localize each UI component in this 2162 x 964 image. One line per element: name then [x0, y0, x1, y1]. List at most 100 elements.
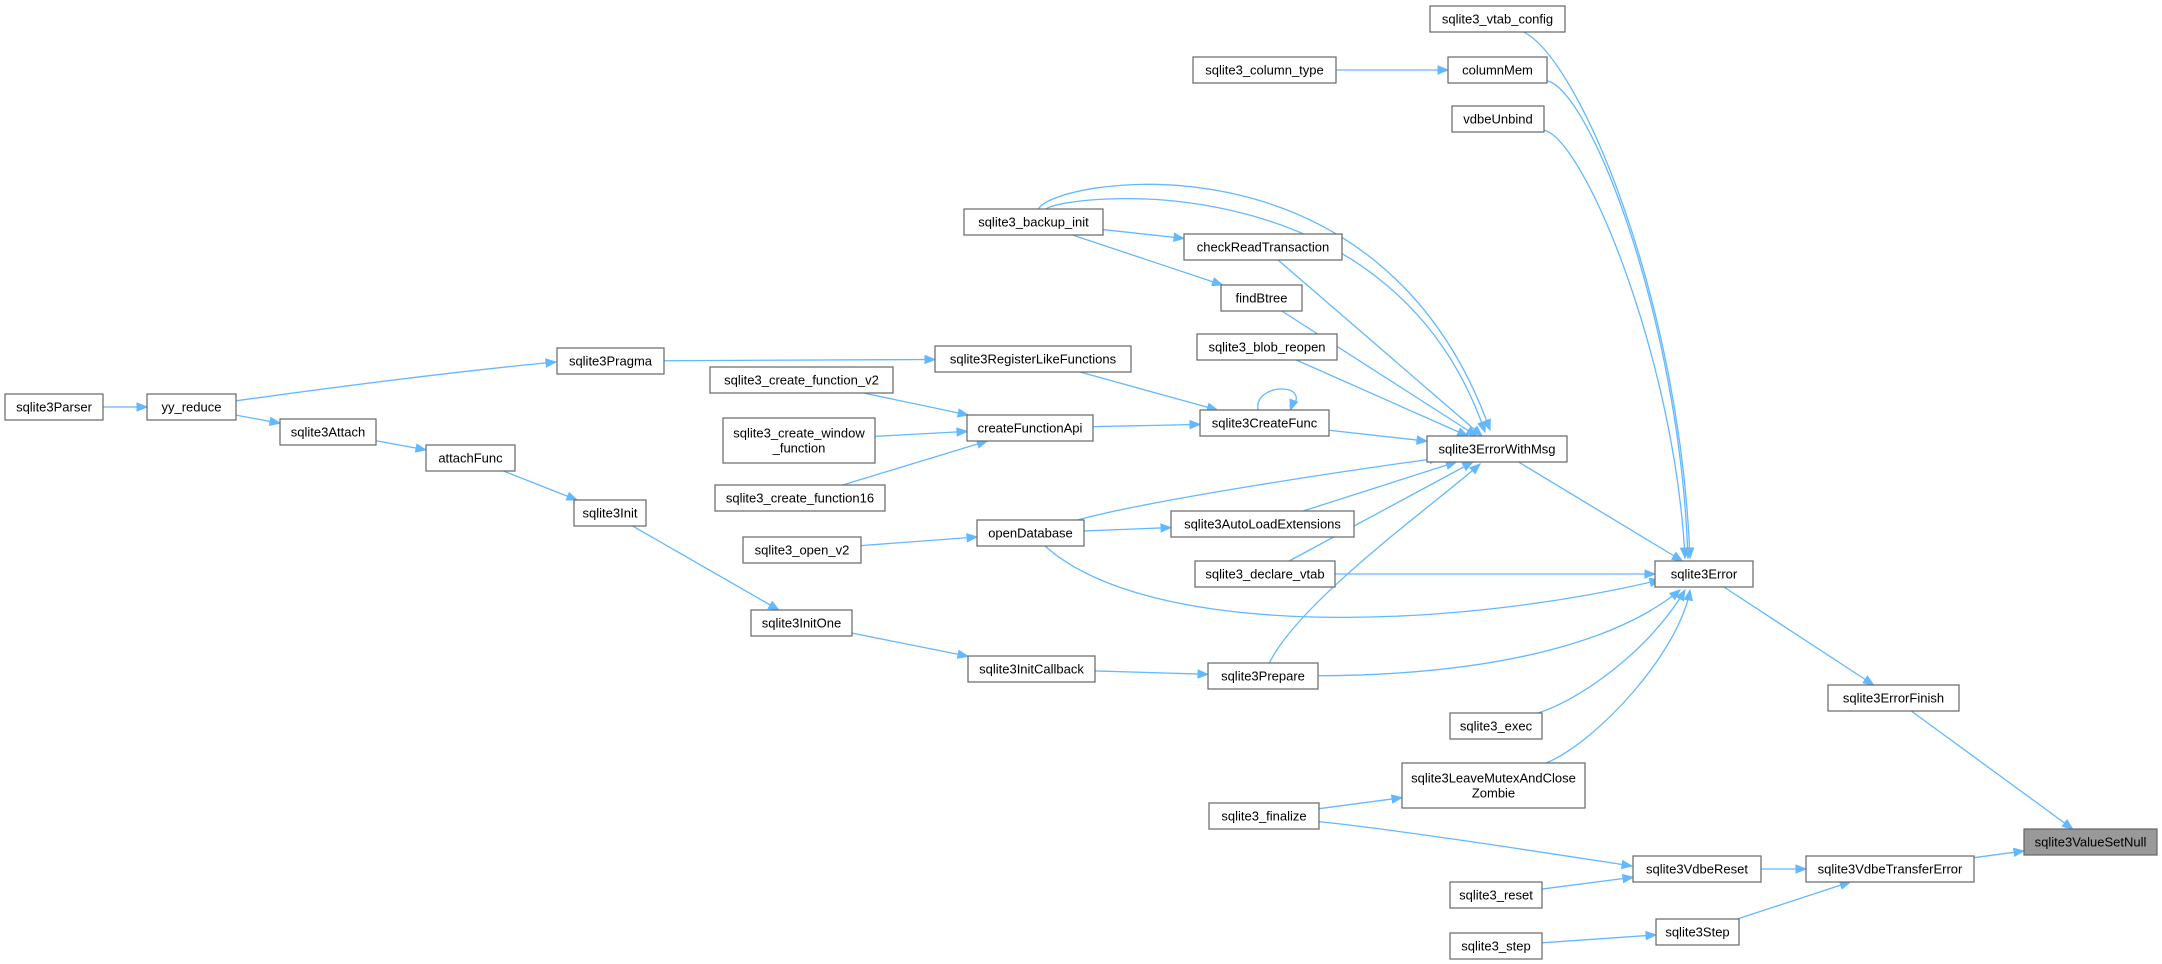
node-sqlite3_column_type[interactable]: sqlite3_column_type — [1192, 56, 1337, 84]
arrowhead — [1683, 588, 1693, 602]
edge-sqlite3_step-to-sqlite3Step — [1541, 930, 1658, 944]
node-box — [573, 499, 647, 527]
node-label: sqlite3_column_type — [1205, 63, 1324, 78]
node-sqlite3InitCallback[interactable]: sqlite3InitCallback — [967, 655, 1096, 683]
node-sqlite3_create_window_function[interactable]: sqlite3_create_window_function — [722, 417, 876, 464]
edge-sqlite3Prepare-to-sqlite3Error — [1317, 589, 1682, 677]
edge-sqlite3VdbeReset-to-sqlite3VdbeTransferError — [1761, 864, 1808, 874]
node-label: sqlite3InitOne — [762, 616, 842, 631]
node-sqlite3AutoLoadExtensions[interactable]: sqlite3AutoLoadExtensions — [1170, 510, 1355, 538]
node-sqlite3_create_function16[interactable]: sqlite3_create_function16 — [714, 484, 886, 512]
node-sqlite3_reset[interactable]: sqlite3_reset — [1449, 881, 1543, 909]
node-sqlite3_blob_reopen[interactable]: sqlite3_blob_reopen — [1196, 333, 1338, 361]
node-createFunctionApi[interactable]: createFunctionApi — [966, 414, 1094, 442]
node-attachFunc[interactable]: attachFunc — [425, 444, 516, 472]
edge-sqlite3RegisterLikeFunctions-to-sqlite3CreateFunc — [1079, 371, 1219, 412]
node-sqlite3Parser[interactable]: sqlite3Parser — [4, 393, 104, 421]
node-vdbeUnbind[interactable]: vdbeUnbind — [1451, 105, 1545, 133]
node-checkReadTransaction[interactable]: checkReadTransaction — [1183, 233, 1343, 261]
node-sqlite3Pragma[interactable]: sqlite3Pragma — [556, 347, 665, 375]
node-sqlite3InitOne[interactable]: sqlite3InitOne — [750, 609, 853, 637]
node-sqlite3_exec[interactable]: sqlite3_exec — [1449, 712, 1543, 740]
node-box — [1449, 881, 1543, 909]
node-sqlite3RegisterLikeFunctions[interactable]: sqlite3RegisterLikeFunctions — [934, 345, 1132, 373]
node-sqlite3_declare_vtab[interactable]: sqlite3_declare_vtab — [1194, 560, 1336, 588]
node-label: sqlite3Prepare — [1221, 669, 1305, 684]
node-box — [934, 345, 1132, 373]
node-label: findBtree — [1235, 291, 1287, 306]
node-sqlite3Init[interactable]: sqlite3Init — [573, 499, 647, 527]
node-label: yy_reduce — [162, 400, 222, 415]
node-label: sqlite3_create_window — [733, 426, 865, 441]
node-box — [1805, 855, 1975, 883]
node-box — [1220, 284, 1303, 312]
edge-sqlite3Prepare-to-sqlite3ErrorWithMsg — [1268, 463, 1482, 664]
node-columnMem[interactable]: columnMem — [1447, 56, 1548, 84]
arrowhead — [1862, 675, 1875, 686]
edge-vdbeUnbind-to-sqlite3Error — [1543, 129, 1690, 560]
arrowhead — [767, 600, 781, 611]
edge-attachFunc-to-sqlite3Init — [503, 470, 579, 501]
node-box — [1170, 510, 1355, 538]
arrowhead — [1160, 523, 1173, 533]
node-label: sqlite3_backup_init — [978, 215, 1089, 230]
node-box — [967, 655, 1096, 683]
node-sqlite3_backup_init[interactable]: sqlite3_backup_init — [963, 208, 1104, 236]
node-box — [1199, 409, 1330, 437]
node-box — [556, 347, 665, 375]
node-box — [1208, 802, 1320, 830]
node-sqlite3ValueSetNull[interactable]: sqlite3ValueSetNull — [2023, 828, 2158, 856]
arrowhead — [1465, 426, 1478, 437]
node-box — [722, 417, 876, 464]
arrowhead — [1668, 589, 1682, 601]
arrowhead — [956, 408, 970, 418]
node-sqlite3Prepare[interactable]: sqlite3Prepare — [1207, 662, 1319, 690]
node-box — [976, 519, 1085, 547]
node-sqlite3ErrorWithMsg[interactable]: sqlite3ErrorWithMsg — [1426, 435, 1568, 463]
node-label: sqlite3ErrorFinish — [1843, 691, 1944, 706]
node-box — [1655, 918, 1740, 946]
node-box — [1632, 855, 1762, 883]
edge-openDatabase-to-sqlite3AutoLoadExtensions — [1083, 523, 1173, 533]
arrowhead — [1390, 794, 1404, 804]
edge-sqlite3Init-to-sqlite3InitOne — [632, 525, 781, 611]
node-label: sqlite3LeaveMutexAndClose — [1411, 771, 1576, 786]
node-sqlite3_step[interactable]: sqlite3_step — [1449, 932, 1543, 960]
node-label: sqlite3_vtab_config — [1442, 12, 1553, 27]
arrowhead — [1644, 569, 1657, 579]
nodes-layer: sqlite3_vtab_config sqlite3_column_type co… — [4, 5, 2158, 960]
node-label: createFunctionApi — [978, 421, 1083, 436]
arrowhead — [1620, 859, 1634, 870]
edge-sqlite3Error-to-sqlite3ErrorFinish — [1723, 586, 1875, 686]
node-sqlite3VdbeReset[interactable]: sqlite3VdbeReset — [1632, 855, 1762, 883]
arrowhead — [1470, 425, 1483, 437]
arrowhead — [1679, 547, 1690, 560]
node-label: sqlite3_exec — [1460, 719, 1533, 734]
arrowhead — [2061, 818, 2074, 830]
node-sqlite3CreateFunc[interactable]: sqlite3CreateFunc — [1199, 409, 1330, 437]
edge-sqlite3_reset-to-sqlite3VdbeReset — [1541, 873, 1635, 890]
edge-sqlite3AutoLoadExtensions-to-sqlite3ErrorWithMsg — [1302, 460, 1458, 512]
node-box — [146, 393, 237, 421]
arrowhead — [1197, 669, 1210, 679]
node-sqlite3Error[interactable]: sqlite3Error — [1654, 560, 1754, 588]
node-sqlite3_vtab_config[interactable]: sqlite3_vtab_config — [1429, 5, 1566, 33]
node-label: checkReadTransaction — [1197, 240, 1329, 255]
node-yy_reduce[interactable]: yy_reduce — [146, 393, 237, 421]
node-sqlite3_open_v2[interactable]: sqlite3_open_v2 — [742, 536, 862, 564]
node-sqlite3_create_function_v2[interactable]: sqlite3_create_function_v2 — [709, 366, 894, 394]
node-label: sqlite3Parser — [16, 400, 93, 415]
node-sqlite3_finalize[interactable]: sqlite3_finalize — [1208, 802, 1320, 830]
node-sqlite3ErrorFinish[interactable]: sqlite3ErrorFinish — [1827, 684, 1960, 712]
node-sqlite3Attach[interactable]: sqlite3Attach — [279, 418, 377, 446]
node-sqlite3Step[interactable]: sqlite3Step — [1655, 918, 1740, 946]
arrowhead — [565, 491, 579, 501]
node-sqlite3VdbeTransferError[interactable]: sqlite3VdbeTransferError — [1805, 855, 1975, 883]
edge-sqlite3_backup_init-to-checkReadTransaction — [1102, 228, 1186, 242]
node-openDatabase[interactable]: openDatabase — [976, 519, 1085, 547]
node-findBtree[interactable]: findBtree — [1220, 284, 1303, 312]
node-box — [742, 536, 862, 564]
node-label: sqlite3ValueSetNull — [2035, 835, 2147, 850]
